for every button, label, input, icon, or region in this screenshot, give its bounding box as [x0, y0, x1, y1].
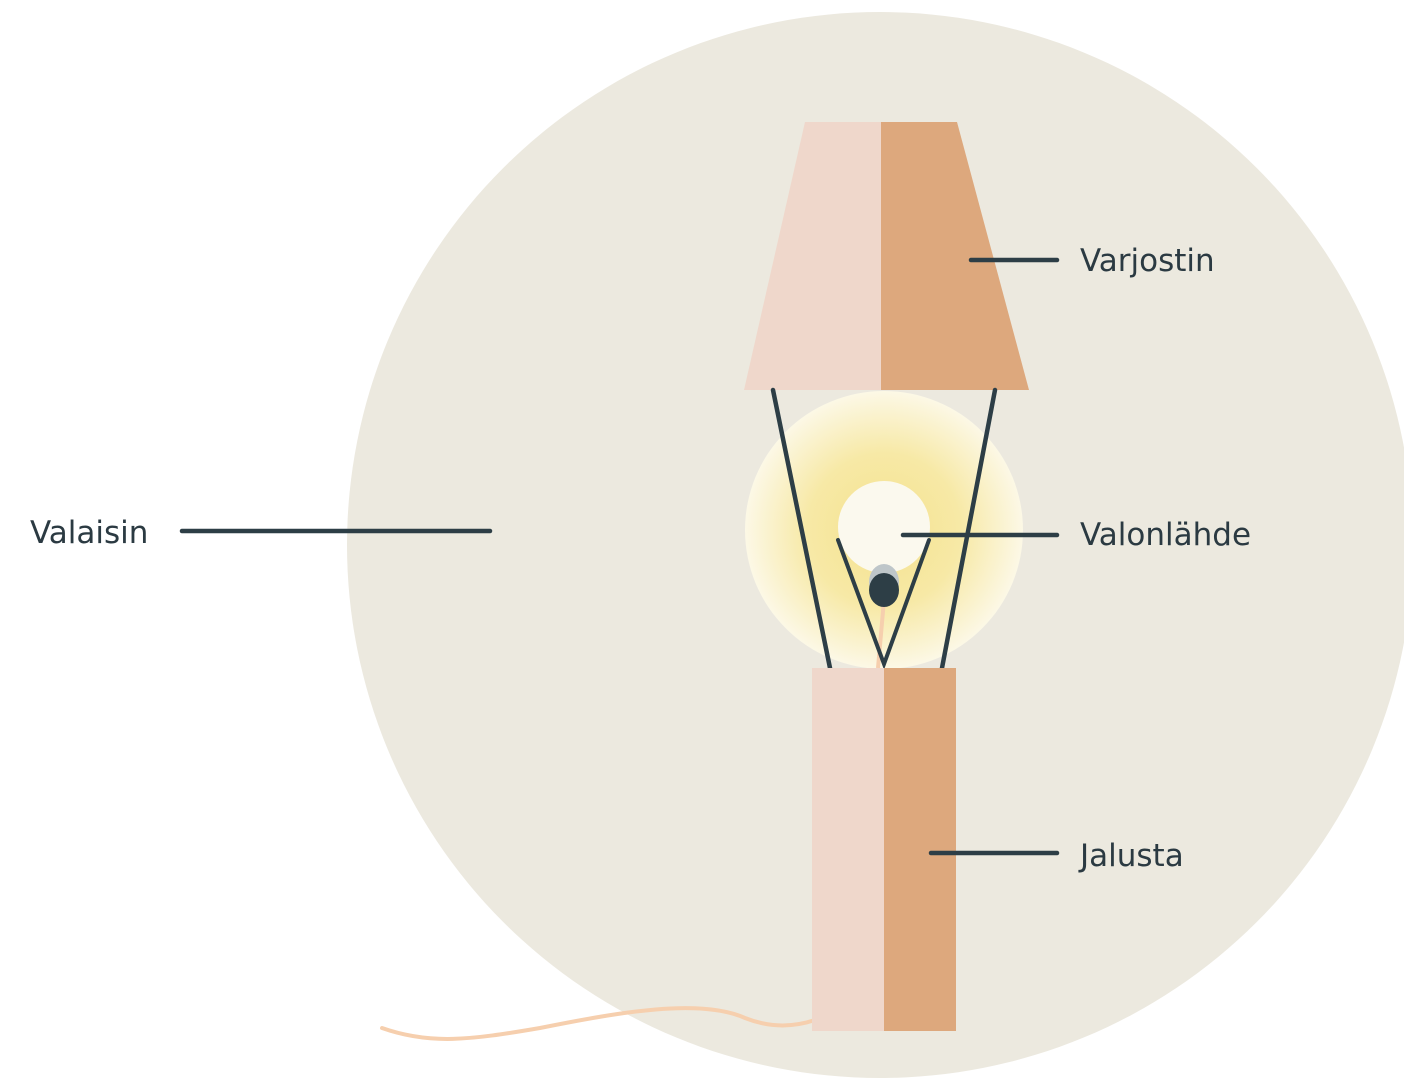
bulb-core — [838, 481, 930, 573]
label-light-source: Valonlähde — [1080, 517, 1251, 553]
base-light-half — [812, 668, 884, 1031]
bulb-socket-dark — [869, 573, 899, 607]
label-shade: Varjostin — [1080, 243, 1215, 279]
label-lamp: Valaisin — [30, 515, 148, 551]
base-dark-half — [884, 668, 956, 1031]
label-base: Jalusta — [1078, 838, 1184, 874]
lamp-base — [812, 668, 956, 1031]
